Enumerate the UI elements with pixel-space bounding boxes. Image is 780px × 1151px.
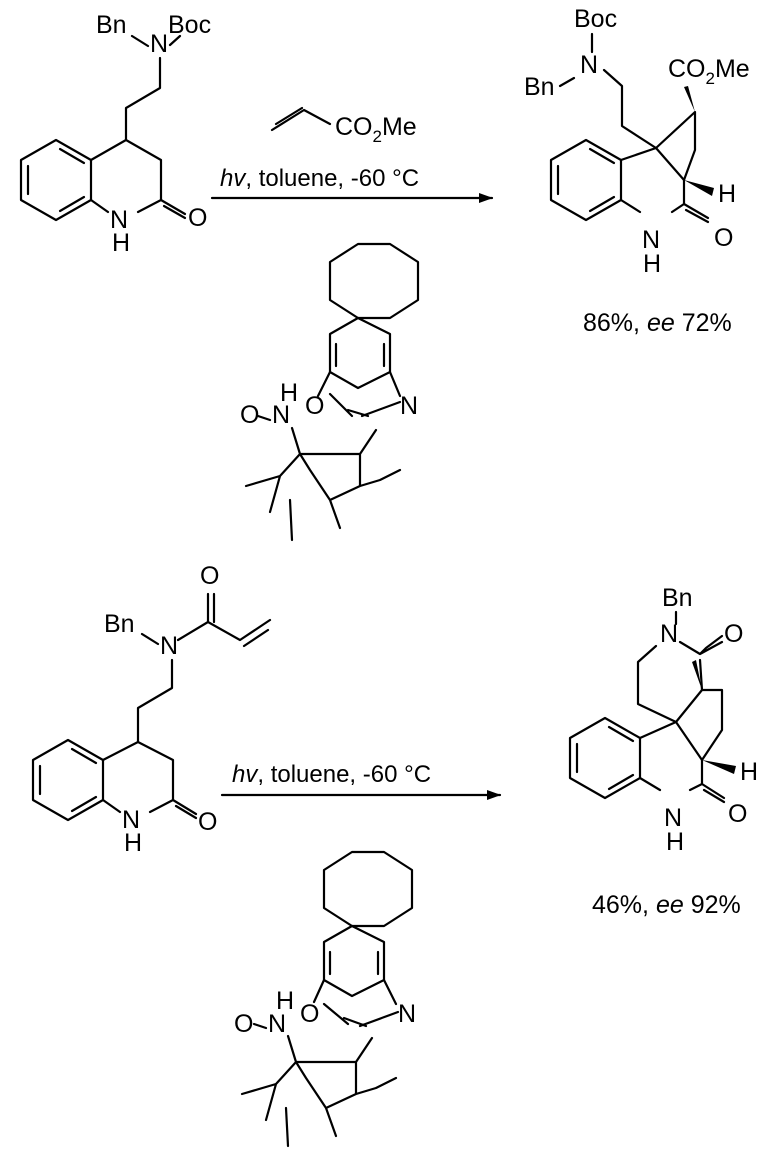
cat2-oxazole-bonds (312, 978, 400, 1028)
cat1-benzo-ring (328, 316, 392, 390)
p1-benzene-ring (549, 138, 623, 222)
sm1-nh-n: N (110, 206, 128, 234)
p1-ester-wedge (684, 86, 695, 112)
p2-benzene-ring (568, 716, 642, 800)
p2-nh-h: H (666, 828, 684, 856)
sm1-lactam-ring (89, 138, 163, 214)
sm1-carbonyl-bond (159, 198, 187, 220)
p1-bn-label: Bn (524, 73, 555, 101)
cat1-oxazole-bonds (316, 370, 402, 418)
acrylate-bonds (270, 106, 332, 132)
cat1-oxazole-o: O (305, 392, 324, 420)
methyl-acrylate-reagent: CO2Me (270, 106, 417, 146)
cat1-cyclohexane-ring (328, 242, 420, 320)
p1-n-label: N (580, 51, 598, 79)
p1-ester-label: CO2Me (668, 55, 750, 88)
sm1-bn-label: Bn (96, 11, 127, 39)
scheme2-conditions: hv, toluene, -60 °C (232, 761, 431, 788)
cat1-oxazole-n: N (400, 392, 418, 420)
cat1-amide-h: H (280, 379, 298, 407)
product-1: Boc N Bn CO2Me H N H O (524, 5, 750, 278)
scheme2-yield: 46%, ee 92% (592, 891, 741, 919)
sm1-n-label: N (150, 30, 168, 58)
acrylate-label: CO2Me (335, 113, 417, 146)
cat2-amide-h: H (276, 987, 294, 1015)
sm2-bn-label: Bn (104, 610, 135, 638)
sm2-carbonyl-o: O (200, 562, 219, 590)
sm2-nh-h: H (124, 829, 142, 857)
cat2-cyclohexane-ring (322, 850, 414, 928)
p2-cyclobutane-ring (674, 688, 724, 762)
sm2-aromatic-bonds (38, 747, 98, 813)
cat2-bicyclic-skeleton (240, 1022, 398, 1148)
p2-aromatic-bonds (575, 725, 635, 791)
sm1-benzene-ring (19, 138, 93, 222)
starting-material-2: O Bn N N H O (31, 562, 272, 857)
sm2-lactam-ring (101, 740, 198, 820)
p1-aromatic-bonds (556, 147, 616, 213)
p1-h-wedge (684, 180, 714, 196)
cat2-oxazole-o: O (300, 1000, 319, 1028)
sm2-lactam-o: O (198, 808, 217, 836)
sm1-boc-label: Boc (168, 11, 211, 39)
p2-amide-wedge (692, 660, 702, 690)
sm2-benzene-ring (31, 738, 105, 822)
scheme-1: Bn N Boc N H O CO2Me hv, toluene, -60 °C (19, 5, 750, 542)
p1-boc-label: Boc (574, 5, 617, 33)
p1-h-label: H (718, 180, 736, 208)
chiral-catalyst-2: O N H N O (234, 850, 416, 1148)
cat2-amide-o: O (234, 1010, 253, 1038)
chiral-catalyst-1: O N H N O (240, 242, 420, 542)
sm2-nh-n: N (122, 806, 140, 834)
cat1-bicyclic-skeleton (244, 414, 402, 542)
p2-lactam-bonds (638, 720, 726, 804)
cat1-amide-n: N (272, 401, 290, 429)
p1-sidechain-bonds (558, 32, 658, 150)
p2-n-label: N (660, 620, 678, 648)
p2-lactam-o: O (728, 800, 747, 828)
cat2-oxazole-n: N (398, 1000, 416, 1028)
sm1-aromatic-bonds (26, 147, 86, 213)
cat2-benzo-ring (322, 924, 386, 998)
p2-sidechain-bonds (636, 610, 724, 724)
starting-material-1: Bn N Boc N H O (19, 11, 211, 257)
cat1-amide-o: O (240, 401, 259, 429)
p1-nh-h: H (643, 250, 661, 278)
p2-bn-label: Bn (662, 584, 693, 612)
sm1-carbonyl-o: O (188, 204, 207, 232)
sm1-sidechain-bonds (124, 34, 182, 142)
p1-lactam-bonds (619, 146, 710, 224)
p2-h-label: H (740, 758, 758, 786)
scheme1-yield: 86%, ee 72% (583, 309, 732, 337)
scheme1-conditions: hv, toluene, -60 °C (220, 165, 419, 192)
sm1-nh-h: H (112, 229, 130, 257)
p2-h-wedge (702, 760, 736, 774)
p1-nh-n: N (642, 226, 660, 254)
p2-nh-n: N (664, 804, 682, 832)
sm2-n-label: N (160, 632, 178, 660)
sm2-sidechain-bonds (136, 592, 272, 744)
p2-amide-o: O (724, 620, 743, 648)
p1-cyclobutane-ring (654, 110, 697, 182)
scheme-2: O Bn N N H O hv, toluene, -60 °C O N H N… (31, 562, 758, 1148)
product-2: Bn N O H N H O (568, 584, 758, 856)
cat2-amide-n: N (268, 1010, 286, 1038)
p1-carbonyl-o: O (714, 224, 733, 252)
